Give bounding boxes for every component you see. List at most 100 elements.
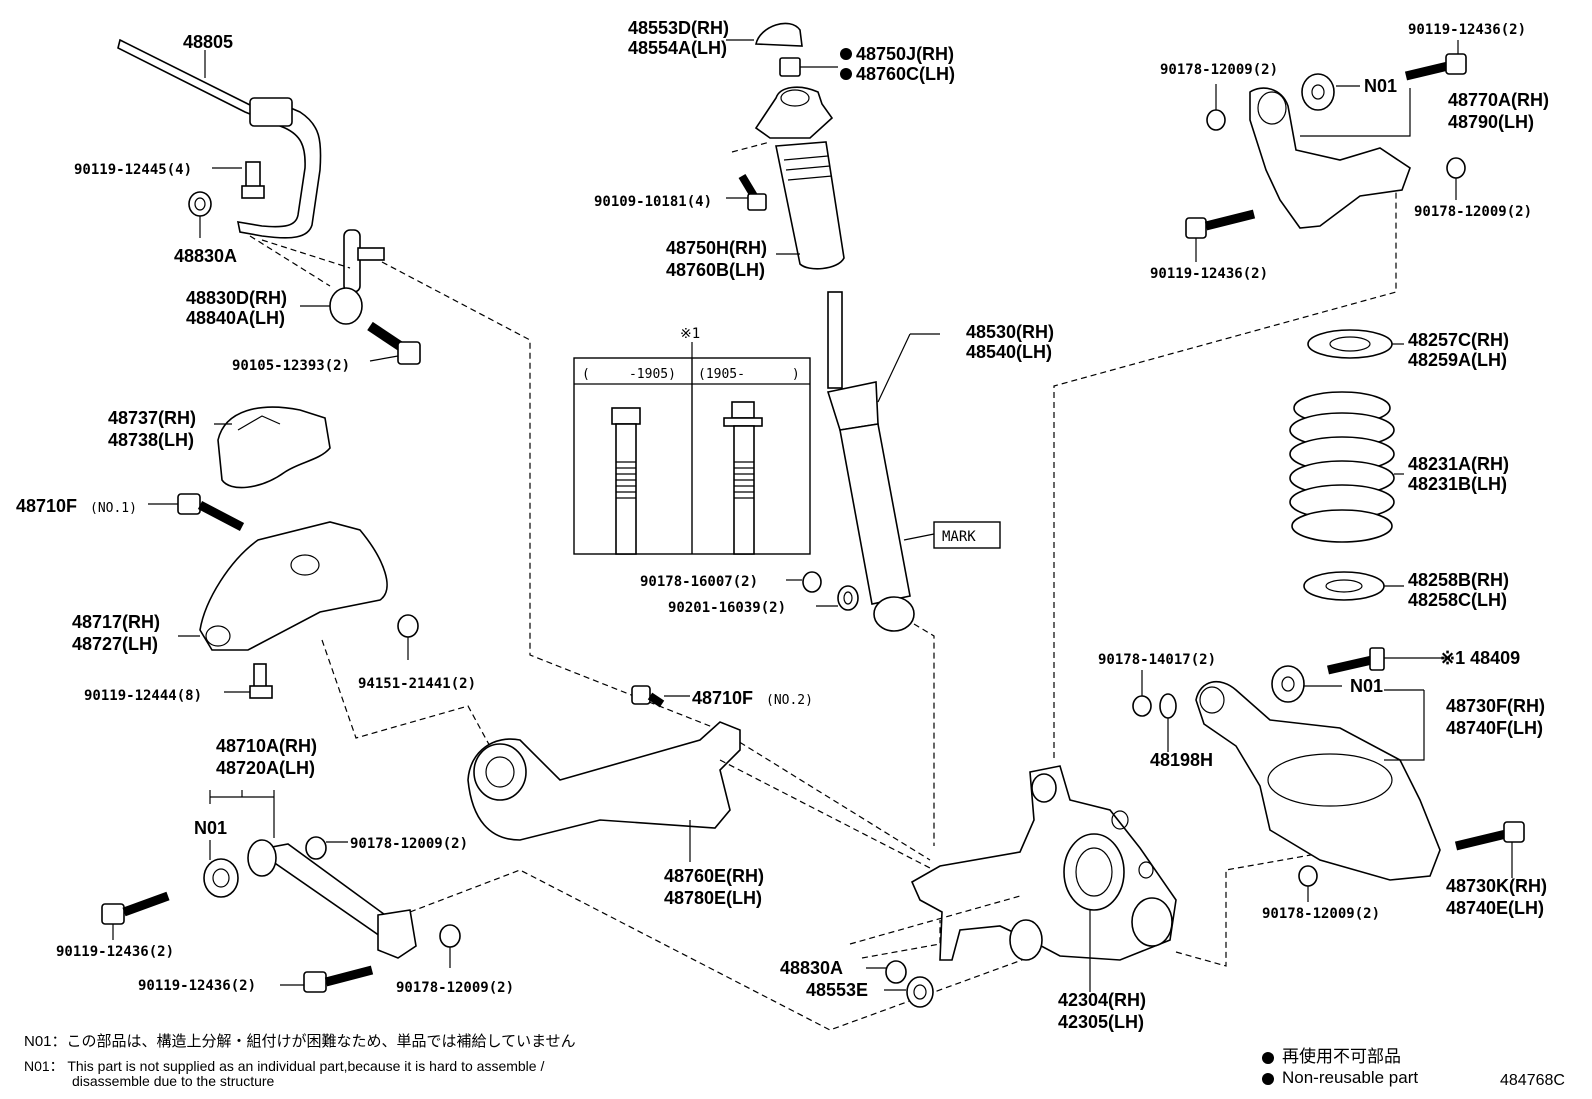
bushing-n01-left <box>203 840 239 898</box>
label-90201-16039: 90201-16039(2) <box>668 600 786 616</box>
bolt-90109-10181 <box>726 141 771 211</box>
label-48554A: 48554A(LH) <box>628 38 727 58</box>
nut-90178-16007 <box>786 571 822 593</box>
label-ref-col2: (1905- ) <box>698 367 800 382</box>
reference-box <box>573 342 811 555</box>
label-90178-16007: 90178-16007(2) <box>640 574 758 590</box>
label-48530: 48530(RH) <box>966 322 1054 342</box>
label-48540: 48540(LH) <box>966 342 1052 362</box>
label-48258C: 48258C(LH) <box>1408 590 1507 610</box>
guide-line-knuckle <box>849 895 1021 959</box>
bushing-n01-tr <box>1301 73 1360 111</box>
label-48710F-no1-sub: (NO.1) <box>90 501 137 516</box>
label-48727: 48727(LH) <box>72 634 158 654</box>
label-90178-12009-bot: 90178-12009(2) <box>396 980 514 996</box>
label-48740E: 48740E(LH) <box>1446 898 1544 918</box>
label-42305: 42305(LH) <box>1058 1012 1144 1032</box>
guide-line-bracket <box>321 639 493 751</box>
label-48259A: 48259A(LH) <box>1408 350 1507 370</box>
label-48737: 48737(RH) <box>108 408 196 428</box>
label-42304: 42304(RH) <box>1058 990 1146 1010</box>
bolt-new-type <box>723 401 763 555</box>
label-48760E: 48760E(RH) <box>664 866 764 886</box>
legend-non-reusable-jp: 再使用不可部品 <box>1262 1042 1401 1067</box>
label-48780E: 48780E(LH) <box>664 888 762 908</box>
label-90178-12009-tr2: 90178-12009(2) <box>1414 204 1532 220</box>
guide-line-upper-arm <box>1053 186 1397 758</box>
note-n01-english-line2: disassemble due to the structure <box>72 1073 275 1089</box>
nut-48750J <box>779 57 838 77</box>
label-90178-12009-mid: 90178-12009(2) <box>350 836 468 852</box>
bolt-90119-12436-tr2 <box>1185 209 1256 262</box>
nut-48830A-bottom <box>866 960 907 984</box>
bolt-48730K <box>1454 821 1525 878</box>
label-90105-12393: 90105-12393(2) <box>232 358 350 374</box>
nut-94151-21441 <box>397 614 419 660</box>
label-48750J: 48750J(RH) <box>856 44 954 64</box>
suspension-member-cover <box>214 406 331 489</box>
bolt-90119-12436-l2 <box>280 965 374 993</box>
label-48198H: 48198H <box>1150 750 1213 770</box>
stabilizer-bar <box>117 38 322 239</box>
washer-90201-16039 <box>816 585 859 611</box>
nut-90178-12009-br <box>1298 865 1318 902</box>
nut-90178-14017 <box>1132 670 1152 717</box>
guide-line-link <box>249 235 331 287</box>
figure-id: 484768C <box>1500 1072 1565 1089</box>
label-48710F-no2: 48710F <box>692 688 753 708</box>
nut-90178-12009-tr2 <box>1446 157 1466 200</box>
label-48231B: 48231B(LH) <box>1408 474 1507 494</box>
label-48840A: 48840A(LH) <box>186 308 285 328</box>
label-48553E: 48553E <box>806 980 868 1000</box>
legend-jp-text: 再使用不可部品 <box>1282 1047 1401 1066</box>
trailing-arm-48760E <box>467 721 741 862</box>
legend-non-reusable-en: Non-reusable part <box>1262 1068 1418 1088</box>
label-48710A: 48710A(RH) <box>216 736 317 756</box>
bullet-dot-icon <box>1262 1051 1274 1064</box>
spring-seat-lower-48258B <box>1303 571 1404 601</box>
non-reusable-dot-48750J <box>840 48 852 60</box>
label-94151-21441: 94151-21441(2) <box>358 676 476 692</box>
label-90119-12436-l2: 90119-12436(2) <box>138 978 256 994</box>
bolt-90119-12444 <box>224 663 273 699</box>
bolt-90105-12393 <box>367 321 421 365</box>
bolt-old-type <box>611 407 641 555</box>
label-48790: 48790(LH) <box>1448 112 1534 132</box>
cap-48553D <box>726 22 803 47</box>
lower-arm-48730F <box>1195 680 1441 881</box>
guide-line-shock <box>913 623 935 846</box>
bolt-90119-12436-tr <box>1404 40 1467 81</box>
label-90119-12436-tr2: 90119-12436(2) <box>1150 266 1268 282</box>
label-90119-12436-l1: 90119-12436(2) <box>56 944 174 960</box>
label-48830A-top: 48830A <box>174 246 237 266</box>
non-reusable-dot-48760C <box>840 68 852 80</box>
label-48750H: 48750H(RH) <box>666 238 767 258</box>
label-90109-10181: 90109-10181(4) <box>594 194 712 210</box>
bolt-90119-12445 <box>212 161 265 199</box>
label-ref-col1: ( -1905) <box>582 367 676 382</box>
label-90178-14017: 90178-14017(2) <box>1098 652 1216 668</box>
axle-carrier-42304 <box>910 765 1177 992</box>
label-48830A-bottom: 48830A <box>780 958 843 978</box>
member-bracket <box>178 521 388 651</box>
nut-48553E <box>884 976 934 1008</box>
lateral-link-48710A <box>209 790 417 959</box>
bullet-dot-icon <box>1262 1072 1274 1085</box>
bump-stopper-48750H <box>775 141 845 270</box>
label-48710F-no2-sub: (NO.2) <box>766 693 813 708</box>
label-90178-12009-br: 90178-12009(2) <box>1262 906 1380 922</box>
mark-callout <box>933 521 1001 549</box>
nut-90178-12009-mid <box>305 836 348 860</box>
label-48830D: 48830D(RH) <box>186 288 287 308</box>
shock-absorber-48530 <box>826 291 940 632</box>
label-48805: 48805 <box>183 32 233 52</box>
stabilizer-link <box>300 229 385 325</box>
label-48770A: 48770A(RH) <box>1448 90 1549 110</box>
label-48258B: 48258B(RH) <box>1408 570 1509 590</box>
label-ref-mark: ※1 <box>680 326 700 342</box>
label-48409: ※1 48409 <box>1440 648 1520 668</box>
label-n01-tr: N01 <box>1364 76 1397 96</box>
bolt-48409 <box>1327 647 1450 675</box>
nut-90178-12009-tr <box>1206 84 1226 131</box>
